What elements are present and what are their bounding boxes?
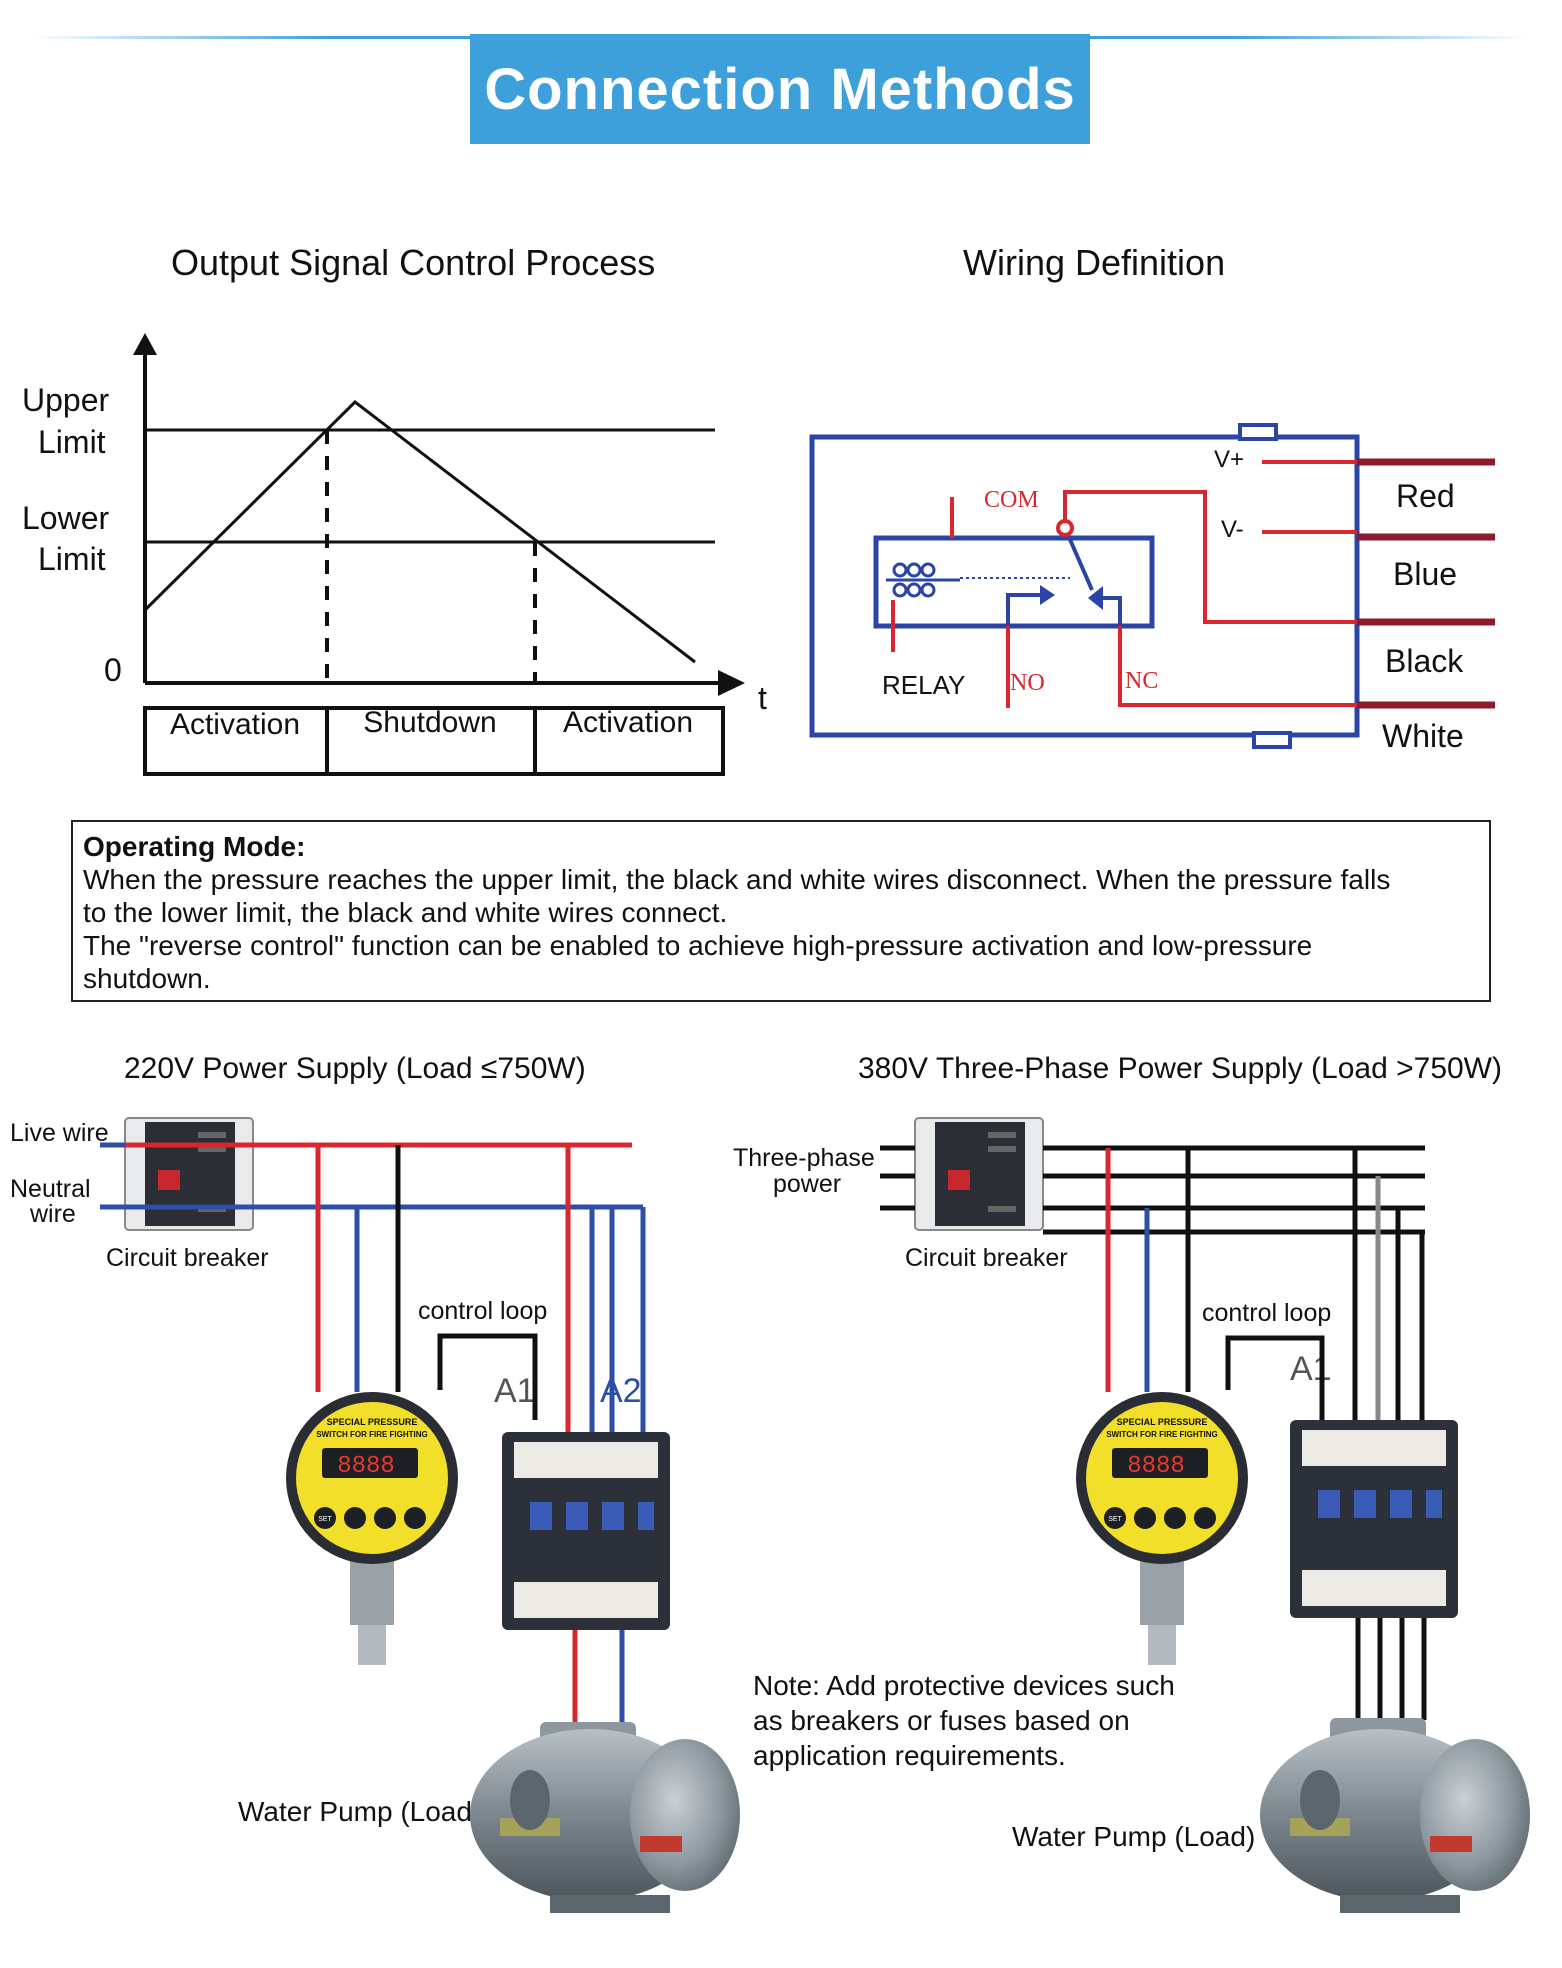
- zero-label: 0: [104, 652, 122, 688]
- upper-label-2: Limit: [38, 424, 106, 460]
- left-pressure-gauge: [286, 1392, 458, 1665]
- device-enclosure: [809, 434, 1360, 738]
- wire-white-label: White: [1382, 718, 1464, 754]
- com-label: COM: [984, 487, 1039, 513]
- left-gauge-text-2: SWITCH FOR FIRE FIGHTING: [316, 1430, 428, 1439]
- no-contact: [1006, 593, 1050, 640]
- left-circuit-title: 220V Power Supply (Load ≤750W): [124, 1052, 586, 1085]
- operating-mode-line-1: When the pressure reaches the upper limi…: [83, 864, 1391, 895]
- left-load-label: Water Pump (Load): [238, 1796, 482, 1827]
- wire-red-label: Red: [1396, 478, 1455, 514]
- right-gauge-text-1: SPECIAL PRESSURE: [1117, 1417, 1208, 1427]
- operating-mode-line-2: to the lower limit, the black and white …: [83, 897, 728, 928]
- right-circuit: [880, 1117, 1530, 1913]
- com-red: [1063, 490, 1357, 624]
- relay-label: RELAY: [882, 670, 966, 700]
- left-breaker-label: Circuit breaker: [106, 1244, 269, 1272]
- phase-label-1: Activation: [169, 708, 301, 741]
- left-contactor: [502, 1432, 670, 1630]
- neutral-label-2: wire: [30, 1200, 76, 1228]
- vplus-label: V+: [1214, 446, 1245, 473]
- nc-label: NC: [1125, 668, 1159, 694]
- relay-box: [873, 535, 1155, 629]
- x-axis-arrow: [718, 670, 745, 696]
- left-gauge-text-1: SPECIAL PRESSURE: [327, 1417, 418, 1427]
- right-a1-label: A1: [1290, 1350, 1332, 1388]
- note-text: Note: Add protective devices such as bre…: [753, 1668, 1175, 1773]
- page-title: Connection Methods: [470, 34, 1090, 144]
- operating-mode-line-3: The "reverse control" function can be en…: [83, 930, 1313, 961]
- note-line-3: application requirements.: [753, 1740, 1066, 1771]
- right-pressure-gauge: [1076, 1392, 1248, 1665]
- y-axis-arrow: [133, 333, 157, 355]
- pressure-curve: [143, 400, 696, 664]
- nc-red: [1118, 626, 1357, 707]
- vminus-label: V-: [1221, 516, 1244, 543]
- no-label: NO: [1010, 670, 1045, 696]
- left-circuit-breaker: [124, 1117, 254, 1231]
- com-node: [1056, 519, 1074, 537]
- right-contactor: [1290, 1420, 1458, 1618]
- bottom-tab: [1252, 731, 1292, 749]
- right-water-pump: [1260, 1718, 1530, 1913]
- t-axis-label: t: [758, 680, 767, 716]
- left-water-pump: [470, 1722, 740, 1913]
- live-wire-label: Live wire: [10, 1119, 109, 1147]
- left-a2-label: A2: [600, 1372, 642, 1410]
- right-control-loop-label: control loop: [1202, 1299, 1332, 1327]
- switch-arm: [1063, 527, 1094, 591]
- right-load-label: Water Pump (Load): [1012, 1821, 1256, 1852]
- three-phase-label-1: Three-phase: [733, 1144, 875, 1172]
- right-gauge-text-2: SWITCH FOR FIRE FIGHTING: [1106, 1430, 1218, 1439]
- phase-box: [143, 706, 725, 776]
- left-gauge-display: 8888: [337, 1453, 395, 1480]
- wiring-title: Wiring Definition: [963, 242, 1226, 283]
- note-line-1: Note: Add protective devices such: [753, 1670, 1175, 1701]
- phase-label-3: Activation: [562, 706, 694, 739]
- right-breaker-label: Circuit breaker: [905, 1244, 1068, 1272]
- left-gauge-set: SET: [318, 1516, 332, 1523]
- left-circuit: [100, 1117, 740, 1913]
- left-a1-label: A1: [494, 1372, 536, 1410]
- three-phase-label-2: power: [773, 1170, 842, 1198]
- top-tab: [1238, 423, 1278, 441]
- wire-blue-label: Blue: [1393, 556, 1458, 592]
- no-contact-arrow: [1040, 585, 1055, 605]
- right-gauge-set: SET: [1108, 1516, 1122, 1523]
- operating-mode-line-4: shutdown.: [83, 963, 211, 994]
- neutral-label-1: Neutral: [10, 1175, 91, 1203]
- right-circuit-title: 380V Three-Phase Power Supply (Load >750…: [858, 1052, 1502, 1085]
- nc-contact-arrow: [1088, 586, 1103, 610]
- right-gauge-display: 8888: [1127, 1453, 1185, 1480]
- wiring-diagram: [809, 423, 1495, 749]
- signal-chart: [133, 333, 745, 776]
- right-circuit-breaker: [914, 1117, 1044, 1231]
- lower-label-2: Limit: [38, 541, 106, 577]
- operating-mode-box: Operating Mode: When the pressure reache…: [71, 820, 1491, 1002]
- left-control-loop-label: control loop: [418, 1297, 548, 1325]
- signal-chart-title: Output Signal Control Process: [171, 242, 656, 283]
- wire-black-label: Black: [1385, 643, 1464, 679]
- relay-coil: [886, 562, 960, 598]
- phase-label-2: Shutdown: [363, 706, 497, 739]
- lower-label-1: Lower: [22, 500, 110, 536]
- upper-label-1: Upper: [22, 382, 110, 418]
- operating-mode-title: Operating Mode:: [83, 831, 306, 862]
- note-line-2: as breakers or fuses based on: [753, 1705, 1130, 1736]
